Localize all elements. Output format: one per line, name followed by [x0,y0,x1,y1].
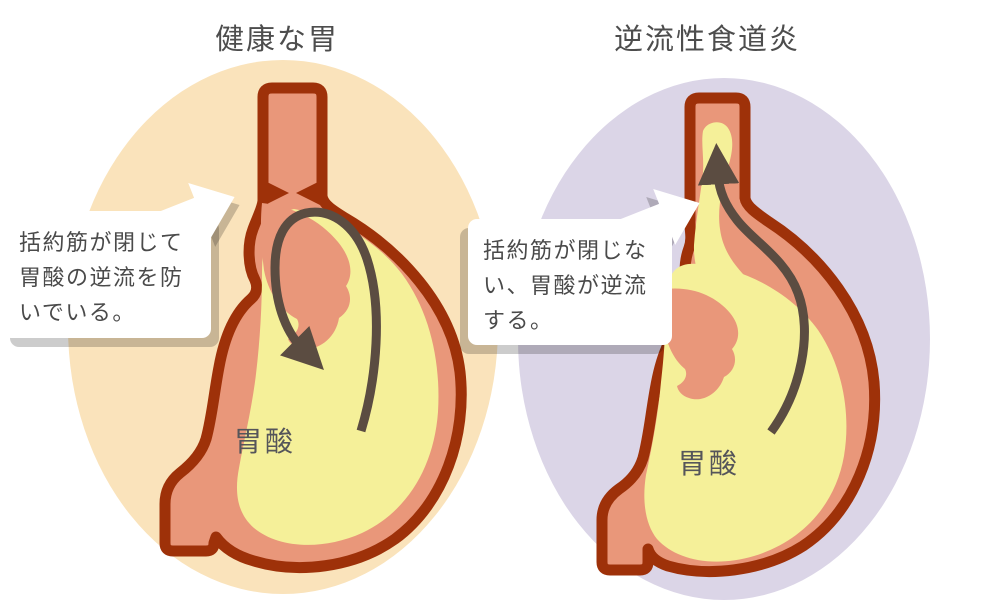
left-acid-label: 胃酸 [234,426,297,457]
acid-reflux-up-arrow [697,142,809,435]
closed-sphincter [296,180,322,206]
stomach-wall-swirl [663,288,739,400]
right-panel-title: 逆流性食道炎 [613,24,800,56]
right-acid-label: 胃酸 [678,448,741,479]
healthy-stomach-panel [2,60,498,594]
left-callout-text: 括約筋が閉じて 胃酸の逆流を防 いでいる。 [19,230,184,325]
closed-sphincter [263,180,289,206]
left-panel-title: 健康な胃 [214,24,339,56]
reflux-stomach-panel [460,78,930,600]
acid-down-flow-arrow [270,207,381,433]
right-callout-text: 括約筋が閉じな い、胃酸が逆流 する。 [483,238,648,333]
callout-bubble [2,211,211,338]
callout-bubble [468,219,672,345]
